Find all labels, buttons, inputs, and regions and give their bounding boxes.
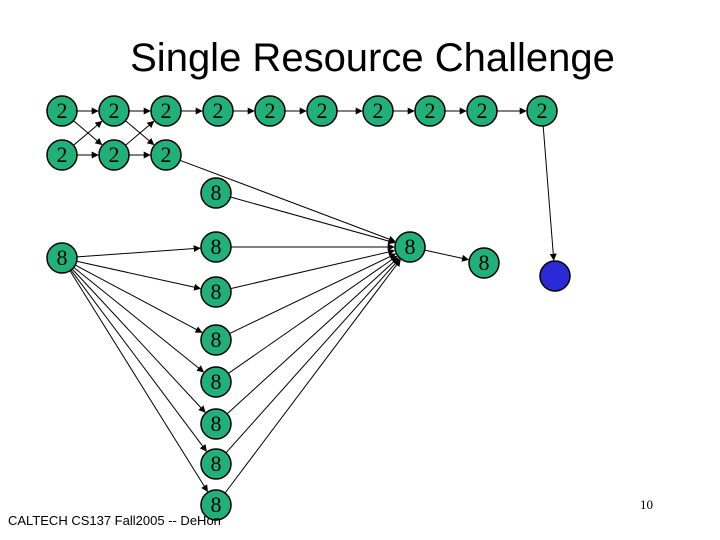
edge-m6-r1 (226, 257, 399, 415)
node-label: 8 (211, 451, 222, 476)
slide-title: Single Resource Challenge (130, 36, 615, 80)
node-label: 2 (57, 98, 68, 123)
edge-m5-r1 (228, 255, 398, 374)
node-a7: 2 (362, 95, 394, 127)
node-circle (200, 366, 232, 398)
edge-src-m3 (76, 260, 202, 291)
node-label: 2 (373, 98, 384, 123)
page-number: 10 (640, 497, 653, 512)
edge-src-m5 (73, 267, 205, 373)
node-circle (200, 177, 232, 209)
node-circle (46, 139, 78, 171)
node-label: 8 (211, 234, 222, 259)
node-label: 8 (211, 492, 222, 517)
node-label: 8 (405, 234, 416, 259)
node-label: 8 (57, 245, 68, 270)
node-a1: 2 (46, 95, 78, 127)
edge-layer (69, 107, 557, 494)
node-circle (466, 95, 498, 127)
node-m2: 8 (200, 231, 232, 263)
edge-b3-r1 (179, 159, 396, 243)
node-circle (254, 95, 286, 127)
node-label: 8 (211, 369, 222, 394)
edge-src-m4 (75, 264, 203, 333)
node-label: 2 (57, 142, 68, 167)
node-a9: 2 (466, 95, 498, 127)
node-circle (394, 231, 426, 263)
node-a4: 2 (202, 95, 234, 127)
node-r1: 8 (394, 231, 426, 263)
edge-m1-r1 (230, 196, 396, 245)
edge-m4-r1 (229, 253, 397, 334)
node-label: 8 (211, 327, 222, 352)
node-m4: 8 (200, 324, 232, 356)
node-circle (98, 95, 130, 127)
node-circle (202, 95, 234, 127)
node-label: 2 (213, 98, 224, 123)
node-circle (200, 324, 232, 356)
node-label: 2 (161, 98, 172, 123)
edge-src-m7 (70, 269, 207, 452)
edge-m7-r1 (225, 258, 400, 454)
node-m6: 8 (200, 408, 232, 440)
node-label: 2 (477, 98, 488, 123)
node-a5: 2 (254, 95, 286, 127)
node-label: 8 (211, 411, 222, 436)
node-circle (414, 95, 446, 127)
edge-src-m2 (76, 245, 201, 258)
edge-r1-r2 (424, 249, 470, 262)
node-label: 2 (109, 142, 120, 167)
edge-src-m8 (69, 270, 208, 493)
node-label: 2 (109, 98, 120, 123)
edge-m3-r1 (230, 248, 396, 290)
node-circle (98, 139, 130, 171)
node-a2: 2 (98, 95, 130, 127)
footer-text: CALTECH CS137 Fall2005 -- DeHon (8, 513, 221, 528)
edge-b2-a3 (125, 120, 155, 146)
edge-b1-a2 (73, 120, 103, 146)
node-circle (468, 247, 500, 279)
node-circle (200, 448, 232, 480)
node-circle (46, 95, 78, 127)
node-label: 2 (265, 98, 276, 123)
node-label: 8 (479, 250, 490, 275)
node-label: 2 (425, 98, 436, 123)
edge-src-m6 (71, 268, 206, 413)
node-circle (362, 95, 394, 127)
node-circle (306, 95, 338, 127)
node-circle (200, 231, 232, 263)
node-m7: 8 (200, 448, 232, 480)
node-label: 2 (537, 98, 548, 123)
node-sink (539, 260, 571, 292)
node-a8: 2 (414, 95, 446, 127)
node-r2: 8 (468, 247, 500, 279)
node-label: 2 (161, 142, 172, 167)
node-b2: 2 (98, 139, 130, 171)
edge-a10-sink (542, 125, 557, 261)
node-label: 8 (211, 279, 222, 304)
edge-m8-r1 (224, 259, 401, 494)
node-b3: 2 (150, 139, 182, 171)
node-layer: 2 2 2 2 2 2 2 2 2 2 2 2 2 8 8 8 8 8 8 8 8 8 8 8 (46, 95, 571, 521)
node-circle (150, 95, 182, 127)
node-circle (200, 408, 232, 440)
node-m3: 8 (200, 276, 232, 308)
node-b1: 2 (46, 139, 78, 171)
node-circle (539, 260, 571, 292)
node-a3: 2 (150, 95, 182, 127)
node-circle (200, 276, 232, 308)
node-a10: 2 (526, 95, 558, 127)
node-a6: 2 (306, 95, 338, 127)
node-m1: 8 (200, 177, 232, 209)
node-label: 8 (211, 180, 222, 205)
node-label: 2 (317, 98, 328, 123)
node-circle (46, 242, 78, 274)
node-circle (200, 489, 232, 521)
node-src: 8 (46, 242, 78, 274)
node-m5: 8 (200, 366, 232, 398)
node-m8: 8 (200, 489, 232, 521)
node-circle (526, 95, 558, 127)
node-circle (150, 139, 182, 171)
